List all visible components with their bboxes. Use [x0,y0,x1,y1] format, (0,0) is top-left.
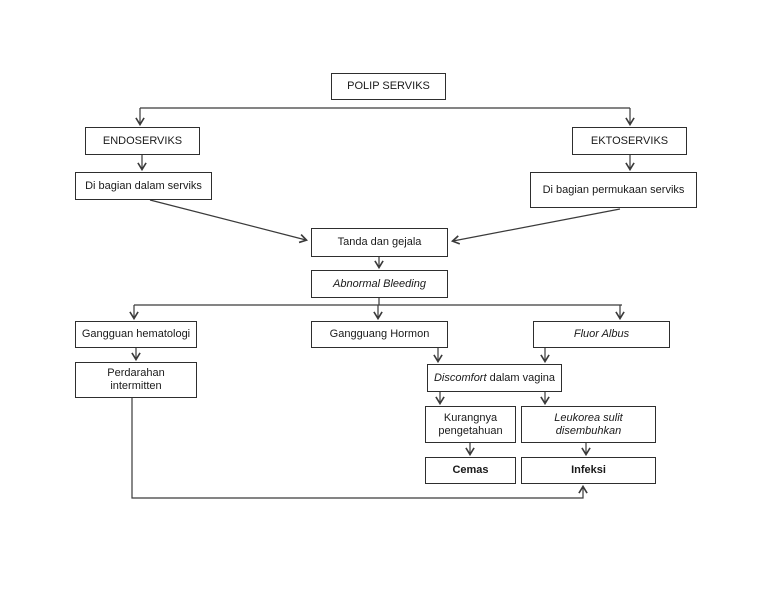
node-label: EKTOSERVIKS [590,134,669,147]
node-tanda-dan-gejala: Tanda dan gejala [311,228,448,257]
node-polip-serviks: POLIP SERVIKS [331,73,446,100]
node-label: POLIP SERVIKS [347,80,430,92]
node-infeksi: Infeksi [521,457,656,484]
edge-perdarahan-to-infeksi [131,398,588,499]
node-label-wrap: Leukorea sulit disembuhkan [554,412,623,438]
node-label: Infeksi [571,464,606,476]
node-ektoserviks: EKTOSERVIKS [572,127,687,155]
node-cemas: Cemas [425,457,516,484]
node-label-line2: pengetahuan [438,424,503,437]
node-label: Abnormal Bleeding [333,277,426,290]
node-label-line1: Leukorea sulit [554,411,623,424]
node-perdarahan-intermitten: Perdarahan intermitten [75,362,197,398]
node-label: Di bagian dalam serviks [85,179,202,192]
node-leukorea-sulit-disembuhkan: Leukorea sulit disembuhkan [521,406,656,443]
node-label-wrap: Perdarahan intermitten [107,367,165,393]
edge-permukaan-to-tanda [450,208,621,245]
node-label-rest: dalam vagina [486,371,556,384]
node-label: Fluor Albus [573,328,630,340]
node-abnormal-bleeding: Abnormal Bleeding [311,270,448,298]
node-gangguang-hormon: Gangguang Hormon [311,321,448,348]
node-gangguan-hematologi: Gangguan hematologi [75,321,197,348]
node-label: Di bagian permukaan serviks [542,183,685,196]
node-di-bagian-permukaan-serviks: Di bagian permukaan serviks [530,172,697,208]
edge-abnormal-rail [134,298,622,306]
node-fluor-albus: Fluor Albus [533,321,670,348]
node-label: ENDOSERVIKS [102,134,183,147]
node-label-line2: intermitten [110,380,162,392]
node-di-bagian-dalam-serviks: Di bagian dalam serviks [75,172,212,200]
node-label: Gangguang Hormon [329,328,430,340]
node-label-wrap: Kurangnya pengetahuan [438,412,502,438]
node-label-line1: Kurangnya [443,411,498,424]
node-kurangnya-pengetahuan: Kurangnya pengetahuan [425,406,516,443]
node-label: Tanda dan gejala [337,236,422,248]
node-label: Discomfort dalam vagina [434,372,555,385]
edge-dalam-to-tanda [149,199,309,244]
node-label-line2: disembuhkan [555,424,622,437]
node-label: Cemas [452,464,489,476]
node-label: Gangguan hematologi [81,328,191,340]
node-label-italic: Discomfort [433,371,487,384]
node-discomfort-dalam-vagina: Discomfort dalam vagina [427,364,562,392]
node-endoserviks: ENDOSERVIKS [85,127,200,155]
node-label-line1: Perdarahan [107,367,165,379]
